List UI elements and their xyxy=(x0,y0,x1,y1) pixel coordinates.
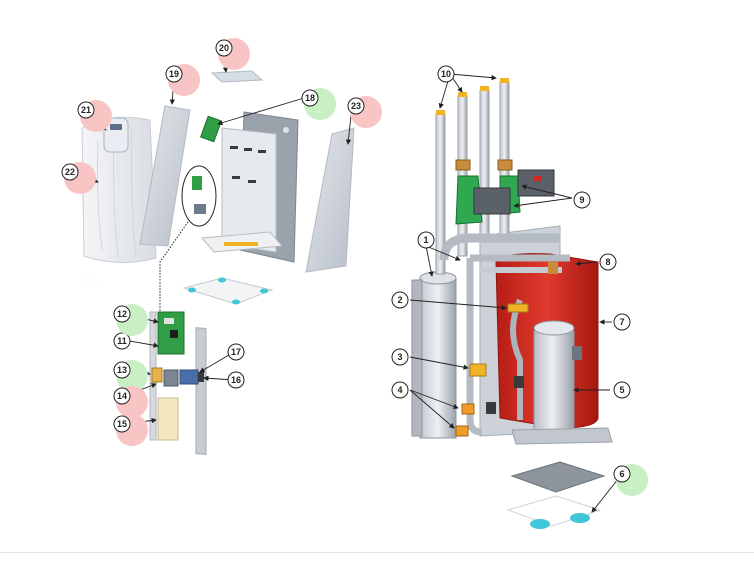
compressor xyxy=(533,327,575,437)
capacitor xyxy=(157,397,179,441)
pump-motor-left xyxy=(473,187,511,215)
lower-base-plate xyxy=(510,461,606,493)
callout-19: 19 xyxy=(165,64,200,96)
internal-frame xyxy=(221,127,277,253)
callout-4: 4 xyxy=(391,381,409,399)
sensor-4b xyxy=(455,425,469,437)
callout-number: 21 xyxy=(81,105,91,115)
callout-number: 4 xyxy=(397,385,402,395)
callout-1: 1 xyxy=(417,231,435,249)
callout-14: 14 xyxy=(113,386,148,418)
callout-ring xyxy=(573,191,591,209)
electrical-backplate xyxy=(195,327,207,455)
callout-16: 16 xyxy=(227,371,245,389)
callout-2: 2 xyxy=(391,291,409,309)
callout-ring xyxy=(437,65,455,83)
callout-ring xyxy=(215,39,233,57)
callout-ring xyxy=(113,415,131,433)
callout-ring xyxy=(113,361,131,379)
callout-number: 15 xyxy=(117,419,127,429)
left-side-panel xyxy=(139,105,191,247)
callout-number: 17 xyxy=(231,347,241,357)
valve-2 xyxy=(507,303,529,313)
pump-motor-right xyxy=(517,169,555,197)
callout-ring xyxy=(113,332,131,350)
base-frame xyxy=(511,427,613,445)
callout-ring xyxy=(613,465,631,483)
callout-number: 10 xyxy=(441,69,451,79)
callout-number: 14 xyxy=(117,391,127,401)
callout-number: 22 xyxy=(65,167,75,177)
callout-ring xyxy=(391,291,409,309)
callout-23: 23 xyxy=(347,96,382,128)
callout-number: 20 xyxy=(219,43,229,53)
callout-ring xyxy=(417,231,435,249)
callout-ring xyxy=(227,343,245,361)
callout-number: 11 xyxy=(117,336,127,346)
callout-15: 15 xyxy=(113,414,148,446)
callout-6: 6 xyxy=(613,464,648,496)
callout-ring xyxy=(165,65,183,83)
left-exploded-assembly: · · · · · · · · · · · · xyxy=(81,70,355,455)
callout-3: 3 xyxy=(391,348,409,366)
callout-ring xyxy=(391,381,409,399)
callout-ring xyxy=(301,89,319,107)
callout-number: 12 xyxy=(117,309,127,319)
svg-text:· · · · ·: · · · · · xyxy=(82,274,93,279)
sensor-4a xyxy=(461,403,475,415)
top-panel xyxy=(210,70,264,83)
base-plate xyxy=(182,277,274,305)
callout-number: 3 xyxy=(397,352,402,362)
callout-11: 11 xyxy=(113,332,131,350)
contactor xyxy=(163,369,179,387)
callout-13: 13 xyxy=(113,360,148,392)
callout-ring xyxy=(113,387,131,405)
callout-20: 20 xyxy=(215,38,250,70)
callout-number: 19 xyxy=(169,69,179,79)
callout-5: 5 xyxy=(613,381,631,399)
callout-22: 22 xyxy=(61,162,96,194)
callout-9: 9 xyxy=(573,191,591,209)
callout-number: 1 xyxy=(423,235,428,245)
callout-ring xyxy=(77,101,95,119)
callout-number: 18 xyxy=(305,93,315,103)
callout-number: 7 xyxy=(619,317,624,327)
svg-text:· · · · · · ·: · · · · · · · xyxy=(82,280,98,285)
main-pcb xyxy=(200,115,222,143)
callout-ring xyxy=(347,97,365,115)
callout-ring xyxy=(613,381,631,399)
callout-ring xyxy=(227,371,245,389)
callout-number: 8 xyxy=(605,257,610,267)
right-side-panel xyxy=(305,127,355,273)
relay-block xyxy=(179,369,199,385)
callout-ring xyxy=(113,305,131,323)
detail-ellipse xyxy=(181,165,217,227)
callout-ring xyxy=(61,163,79,181)
callout-ring xyxy=(613,313,631,331)
callout-number: 5 xyxy=(619,385,624,395)
callout-10: 10 xyxy=(437,65,455,83)
callout-number: 16 xyxy=(231,375,241,385)
callout-18: 18 xyxy=(301,88,336,120)
callout-number: 2 xyxy=(397,295,402,305)
right-heatpump-assembly xyxy=(411,78,613,529)
heat-exchanger xyxy=(419,277,457,439)
callout-17: 17 xyxy=(227,343,245,361)
callout-number: 13 xyxy=(117,365,127,375)
callout-number: 23 xyxy=(351,101,361,111)
callout-12: 12 xyxy=(113,304,148,336)
callout-ring xyxy=(391,348,409,366)
valve-3 xyxy=(469,363,487,377)
callout-7: 7 xyxy=(613,313,631,331)
callout-number: 9 xyxy=(579,195,584,205)
callout-21: 21 xyxy=(77,100,112,132)
callout-8: 8 xyxy=(599,253,617,271)
callout-ring xyxy=(599,253,617,271)
bottom-divider xyxy=(0,552,754,553)
callout-number: 6 xyxy=(619,469,624,479)
terminal-block xyxy=(151,367,163,383)
